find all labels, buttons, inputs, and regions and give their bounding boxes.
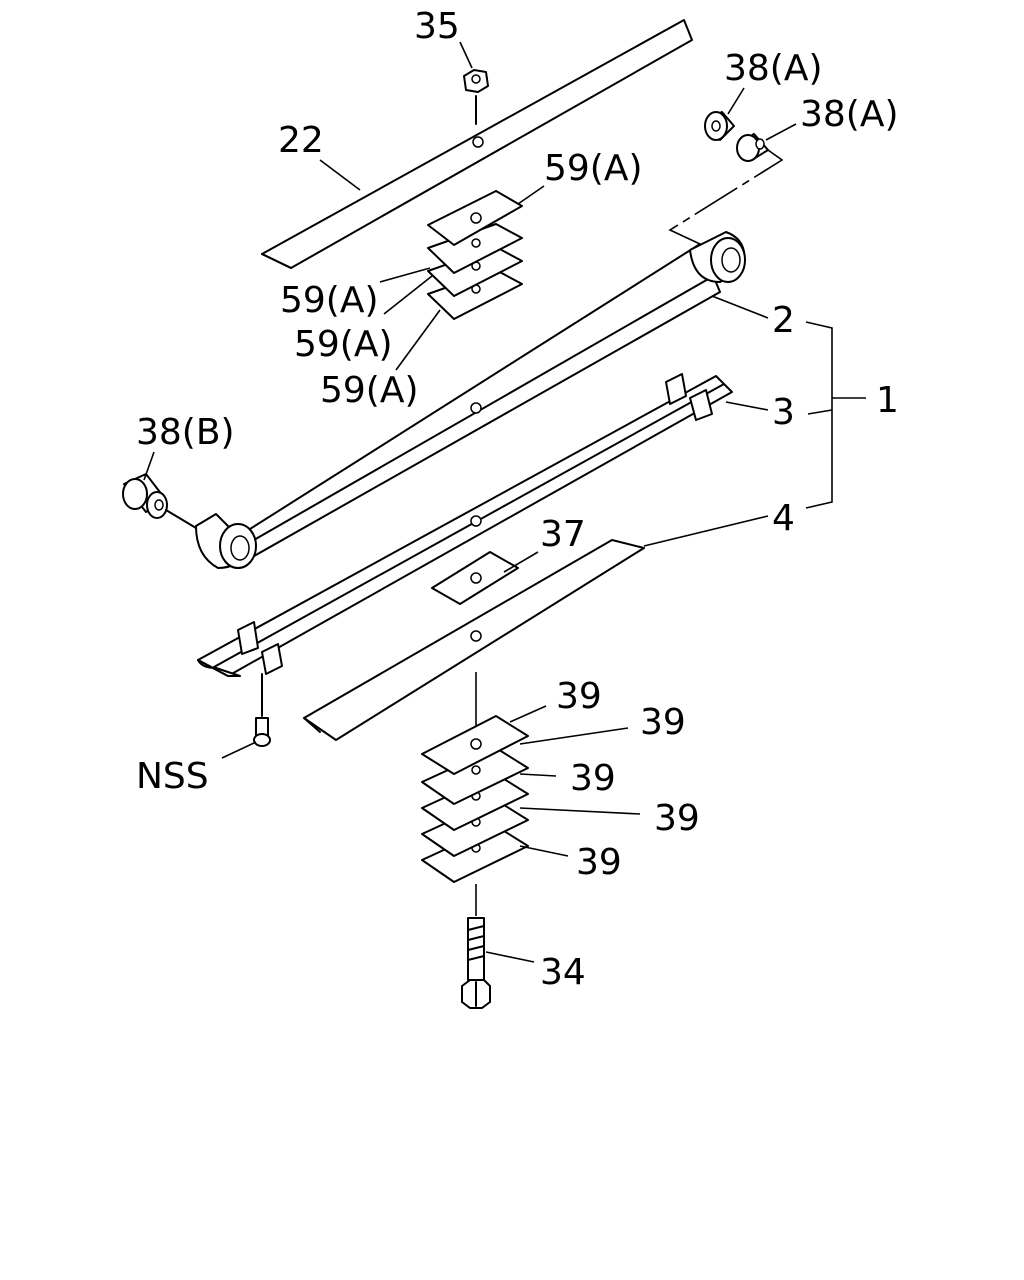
part-38a-bushings [704,111,769,162]
callout-nss: NSS [136,756,209,797]
callout-4: 4 [772,498,795,539]
part-22-top-leaf [261,19,693,269]
callout-59a-2: 59(A) [280,280,379,321]
callout-3: 3 [772,392,795,433]
callout-38a-mid: 38(A) [800,94,899,135]
callout-59a-4: 59(A) [320,370,419,411]
part-nss-rivet [253,673,271,747]
part-4-bottom-leaf [303,539,645,741]
part-34-center-bolt [461,917,491,1009]
part-37-pad [431,551,519,605]
callout-2: 2 [772,300,795,341]
callout-37: 37 [540,514,586,555]
callout-39-1: 39 [556,676,602,717]
callout-38b: 38(B) [136,412,235,453]
callout-39-4: 39 [654,798,700,839]
part-3-front-clip [237,621,283,675]
callout-39-5: 39 [576,842,622,883]
part-59a-shim-stack [427,190,523,320]
part-3-rear-clip [665,373,713,421]
callout-labels: 35 22 38(A) 38(A) 59(A) 59(A) 59(A) 59(A… [136,6,899,993]
callout-22: 22 [278,120,324,161]
part-39-shim-stack [421,715,529,883]
leader-lines [143,41,866,963]
callout-59a-3: 59(A) [294,324,393,365]
part-38b-bushing [122,473,197,529]
callout-35: 35 [414,6,460,47]
callout-39-2: 39 [640,702,686,743]
assembly-line-38a [668,149,784,245]
callout-59a-top: 59(A) [544,148,643,189]
part-2-main-leaf [195,231,746,569]
callout-34: 34 [540,952,586,993]
callout-39-3: 39 [570,758,616,799]
callout-1: 1 [876,380,899,421]
callout-38a-top: 38(A) [724,48,823,89]
part-35-nut [463,69,489,125]
part-3-second-leaf [197,373,733,677]
